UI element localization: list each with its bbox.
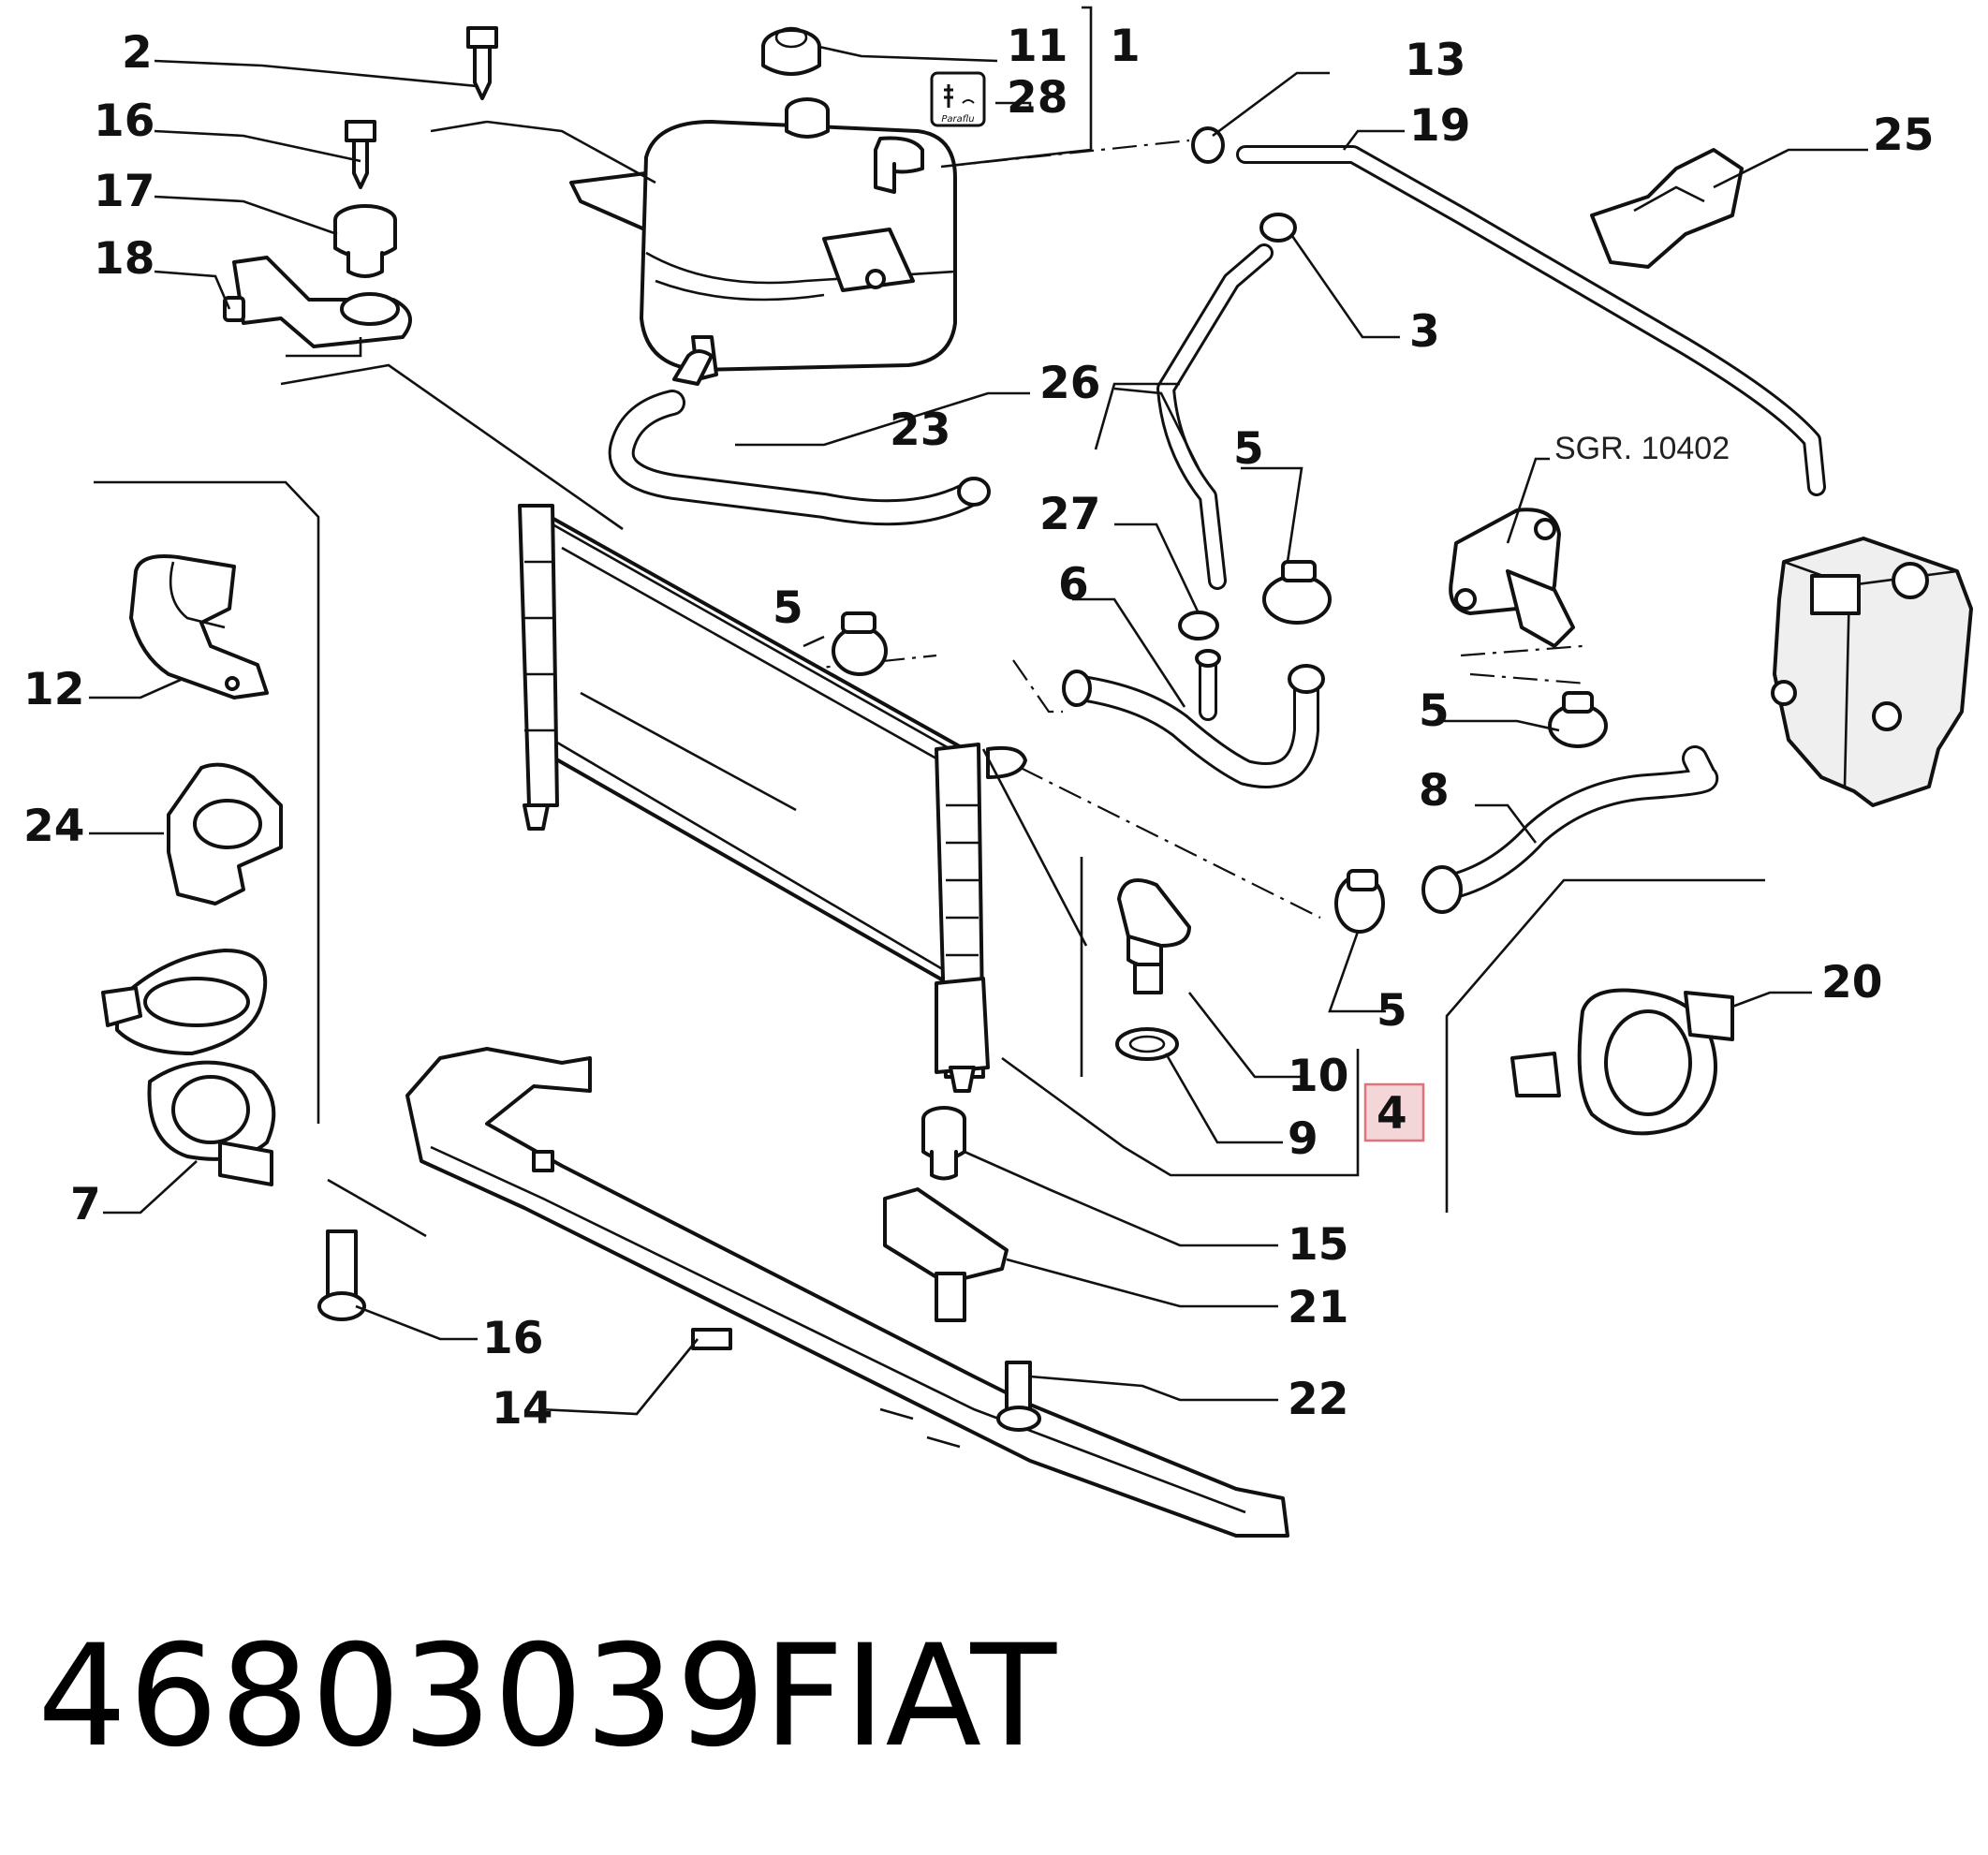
hoses [608,145,1826,903]
callout-22: 22 [1288,1374,1348,1425]
radiator-cap-10 [1117,878,1191,994]
brand-name: FIAT [763,1615,1057,1778]
expansion-tank [569,97,957,386]
callout-12: 12 [23,664,84,715]
callout-17: 17 [94,166,155,217]
screw-16-top [345,120,376,189]
group-bracket-lines [94,120,1765,1238]
hose-clamps [832,126,1608,934]
washer-9 [1115,1027,1179,1061]
engine-block [1771,537,1973,807]
callout-9: 9 [1288,1113,1318,1165]
callout-5-left: 5 [773,582,803,634]
sgr-reference: SGR. 10402 [1554,431,1730,466]
hose-bracket [1590,148,1744,269]
support-21 [883,1187,1009,1322]
rubber-grommet [333,204,397,278]
callout-6: 6 [1058,559,1089,611]
callout-27: 27 [1039,489,1100,540]
callout-21: 21 [1288,1282,1348,1333]
callout-4-highlight-box [1363,1082,1425,1142]
callout-5-right: 5 [1419,685,1450,737]
coolant-label-icon: Paraflu [930,71,986,127]
hose-fittings [957,477,1463,914]
thermostat-housing [1449,508,1575,648]
callout-2: 2 [122,27,153,79]
screw-2 [466,26,498,100]
callout-16-top: 16 [94,96,155,147]
radiator [518,504,1027,1093]
bracket-20 [1510,988,1734,1136]
callout-18: 18 [94,233,155,285]
callout-labels: 2 16 17 18 11 28 1 13 19 25 3 26 23 5 27… [23,21,1934,1435]
callout-24: 24 [23,801,84,852]
callout-8: 8 [1419,765,1450,817]
callout-23: 23 [890,405,950,456]
callout-5-top: 5 [1233,423,1264,475]
bracket-7 [101,949,276,1186]
callout-13: 13 [1405,35,1465,86]
callout-25: 25 [1873,110,1934,161]
callout-7: 7 [70,1179,101,1230]
screw-16-bottom [317,1229,366,1321]
callout-4: 4 [1377,1088,1407,1140]
callout-5-bottom: 5 [1377,985,1407,1037]
bracket-12 [129,554,269,699]
bracket-24 [167,762,283,905]
callout-11: 11 [1007,21,1068,72]
part-number: 46803039 [37,1615,768,1778]
callout-10: 10 [1288,1051,1348,1102]
tank-bracket [223,256,412,348]
screw-22 [996,1361,1041,1432]
rubber-mount-15 [921,1106,966,1181]
filler-cap [761,26,821,76]
coolant-label-caption: Paraflu [941,114,974,125]
lower-crossmember [405,1047,1289,1538]
cooling-system-exploded-diagram: Paraflu [23,6,1973,1538]
callout-1: 1 [1110,21,1141,72]
callout-16-bottom: 16 [482,1313,543,1364]
callout-19: 19 [1409,100,1470,152]
callout-3: 3 [1409,306,1440,358]
callout-20: 20 [1821,957,1882,1008]
leader-lines [89,6,1868,1416]
callout-26: 26 [1039,358,1100,409]
callout-28: 28 [1007,72,1068,124]
callout-14: 14 [492,1383,552,1435]
callout-15: 15 [1288,1219,1348,1271]
